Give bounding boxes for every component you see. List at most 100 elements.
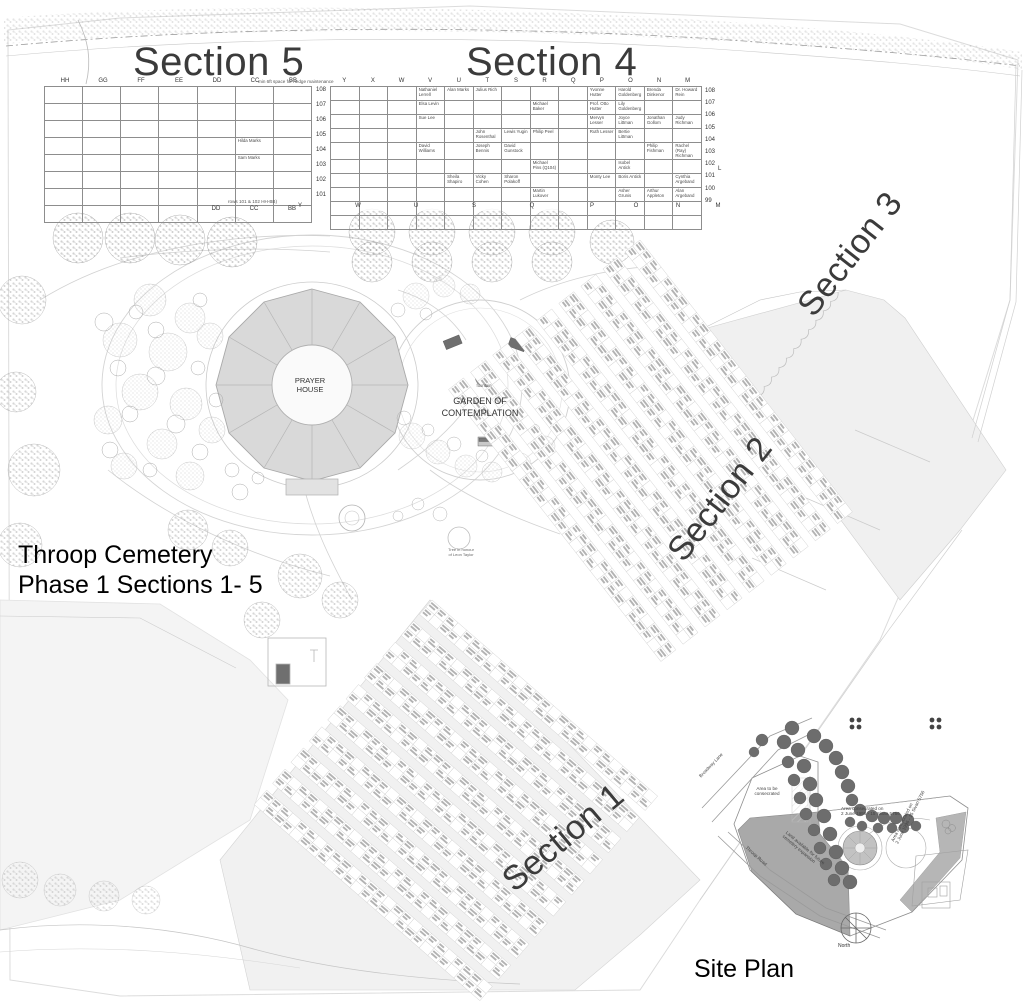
plot-name-text: [818, 523, 826, 533]
plot-name-text: [499, 715, 507, 722]
plot-name-text: [364, 783, 370, 789]
plot-name-text: [601, 489, 607, 495]
plot-name-text: [339, 794, 348, 803]
plot-cell[interactable]: Philip Fishman: [643, 142, 674, 160]
plot-name-text: [680, 544, 687, 552]
plot-name-text: [630, 775, 636, 781]
plot-name-text: [673, 287, 679, 294]
plot-band: [536, 308, 765, 593]
plot-name-text: [398, 796, 407, 805]
plot-name-text: [547, 444, 555, 453]
plot-name-text: [662, 500, 669, 508]
plot-name-text: [565, 884, 574, 893]
plot-name-text: [536, 481, 545, 490]
plot-name-text: [769, 460, 775, 467]
plot-name-text: [459, 381, 466, 389]
plot-name-text: [436, 735, 444, 742]
plot-name-text: [410, 782, 418, 790]
plot-band: [624, 239, 853, 524]
plot-name-text: [492, 845, 500, 853]
plot-name-text: [705, 378, 711, 385]
plot-cell[interactable]: [544, 901, 560, 917]
hedge-maintenance-note: min 6ft space for hedge maintenance: [258, 79, 334, 84]
plot-name-text: [497, 771, 503, 777]
plot-name-text: [510, 948, 519, 956]
plot-name-text: [654, 506, 660, 512]
plot-cell[interactable]: [763, 560, 780, 576]
plot-name-text: [690, 507, 698, 515]
plot-cell[interactable]: Lewis Yugin: [501, 128, 531, 143]
plot-name-text: [477, 828, 485, 835]
plot-name-text: [649, 408, 656, 416]
plot-cell[interactable]: Isobel Antick: [615, 158, 645, 174]
plot-name-text: [545, 416, 553, 425]
plot-name-text: [442, 851, 449, 857]
plot-name-text: [519, 363, 525, 370]
plot-name-text: [692, 447, 698, 454]
plot-name-text: [344, 840, 352, 848]
plot-cell[interactable]: Ruth Lesser: [586, 128, 617, 143]
plot-name-text: [505, 708, 514, 716]
plot-name-text: [713, 445, 720, 453]
plot-name-text: [573, 437, 580, 444]
plot-name-text: [465, 649, 473, 656]
plot-name-text: [720, 352, 727, 360]
plot-name-text: [345, 874, 352, 881]
plot-name-text: [523, 723, 529, 729]
plot-name-text: [593, 747, 600, 753]
plot-name-text: [439, 960, 445, 966]
plot-name-text: [594, 509, 600, 516]
plot-name-text: [707, 421, 714, 429]
plot-name-text: [643, 310, 651, 319]
plot-name-text: [696, 604, 702, 611]
plot-name-text: [610, 525, 619, 535]
plot-name-text: [508, 445, 514, 452]
plot-cell[interactable]: Sheila Shapiro: [444, 172, 474, 188]
plot-cell[interactable]: [272, 205, 313, 223]
plot-name-text: [569, 426, 577, 436]
plot-name-text: [373, 824, 381, 832]
plot-cell[interactable]: [672, 214, 702, 230]
plot-name-text: [609, 585, 615, 591]
plot-name-text: [833, 497, 839, 504]
plot-name-text: [667, 598, 673, 605]
plot-name-text: [534, 745, 540, 752]
plot-name-text: [407, 821, 415, 828]
plot-name-text: [564, 532, 572, 541]
plot-name-text: [592, 365, 600, 374]
plot-name-text: [367, 674, 373, 681]
col-hdr-gg: GG: [98, 78, 108, 84]
plot-band: [327, 705, 567, 917]
plot-cell[interactable]: [581, 858, 597, 875]
plot-name-text: [476, 794, 485, 802]
plot-name-text: [600, 827, 608, 835]
plot-name-text: [597, 331, 603, 338]
plot-name-text: [596, 391, 603, 399]
plot-name-text: [821, 521, 827, 528]
plot-name-text: [531, 485, 539, 494]
plot-cell[interactable]: [672, 128, 702, 143]
plot-name-text: [464, 895, 471, 901]
plot-name-text: [470, 871, 478, 879]
plot-cell[interactable]: [617, 816, 634, 832]
plot-name-text: [582, 373, 588, 379]
plot-name-text: [379, 871, 386, 877]
plot-name-text: [502, 677, 510, 684]
plot-name-text: [701, 338, 707, 345]
plot-name-text: [376, 716, 384, 723]
plot-name-text: [309, 793, 318, 802]
plot-band: [345, 684, 585, 896]
plot-name-text: [430, 865, 438, 872]
plot-cell[interactable]: [675, 629, 691, 645]
plot-cell[interactable]: [719, 594, 735, 611]
plot-cell[interactable]: Sharon Polakoff: [501, 172, 531, 188]
plot-name-text: [532, 764, 540, 772]
plot-name-text: [419, 720, 426, 726]
plot-name-text: [565, 797, 574, 805]
site-plan-inset-svg: [701, 717, 969, 944]
plot-name-text: [285, 821, 292, 829]
plot-name-text: [332, 854, 341, 863]
rows-note: rows 101 & 102 HH-BB): [228, 199, 278, 204]
plot-name-text: [365, 817, 374, 825]
plot-cell[interactable]: Michael Pins (Q104): [529, 158, 560, 174]
